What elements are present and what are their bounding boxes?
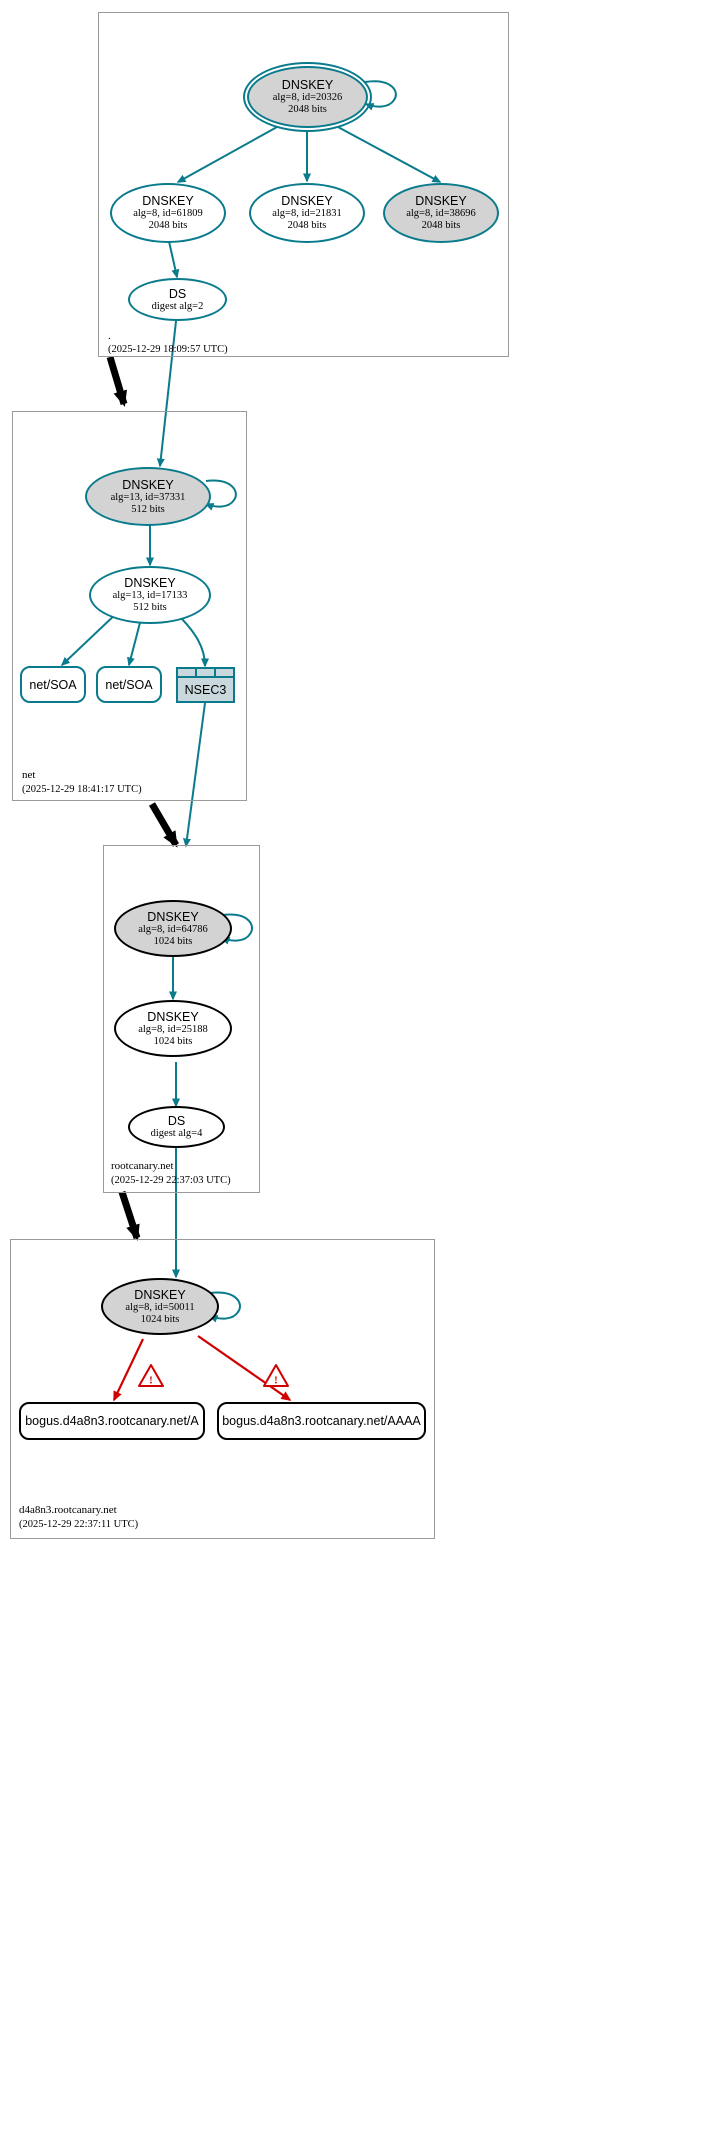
node-alg-id: alg=8, id=20326 bbox=[272, 92, 343, 103]
node-dnskey-rootcanary-ksk-64786[interactable]: DNSKEY alg=8, id=64786 1024 bits bbox=[114, 900, 232, 957]
trust-anchor-outer-ring bbox=[243, 62, 372, 132]
edge-root-ksk-to-38696 bbox=[337, 126, 442, 183]
zone-label-rootcanary: rootcanary.net bbox=[111, 1160, 174, 1172]
node-rrset-net-soa-2[interactable]: net/SOA bbox=[96, 666, 162, 703]
zone-timestamp-root: (2025-12-29 18:09:57 UTC) bbox=[108, 344, 228, 355]
edge-root-ds-to-net-dnskey bbox=[156, 311, 178, 468]
edge-d4a8n3-ksk-to-bogus-a bbox=[113, 1338, 144, 1402]
zone-timestamp-net: (2025-12-29 18:41:17 UTC) bbox=[22, 784, 142, 795]
node-title: DNSKEY bbox=[122, 477, 174, 492]
node-title: DNSKEY bbox=[142, 194, 194, 208]
node-alg-id: alg=8, id=50011 bbox=[125, 1301, 195, 1313]
warning-triangle-icon-a: ! bbox=[138, 1364, 164, 1387]
node-alg-id: alg=13, id=37331 bbox=[110, 491, 186, 503]
zone-label-d4a8n3: d4a8n3.rootcanary.net bbox=[19, 1504, 117, 1516]
node-dnskey-net-ksk-37331[interactable]: DNSKEY alg=13, id=37331 512 bits bbox=[85, 467, 211, 526]
node-dnskey-root-38696[interactable]: DNSKEY alg=8, id=38696 2048 bits bbox=[383, 183, 499, 243]
node-dnskey-d4a8n3-ksk-50011[interactable]: DNSKEY alg=8, id=50011 1024 bits bbox=[101, 1278, 219, 1335]
node-alg-id: alg=13, id=17133 bbox=[112, 590, 188, 601]
node-title: DNSKEY bbox=[415, 194, 467, 208]
zone-timestamp-rootcanary: (2025-12-29 22:37:03 UTC) bbox=[111, 1175, 231, 1186]
node-alg-id: alg=8, id=21831 bbox=[272, 208, 342, 219]
edge-delegation-root-to-net bbox=[106, 356, 128, 407]
node-rrset-net-soa-1[interactable]: net/SOA bbox=[20, 666, 86, 703]
nsec3-hash-cells bbox=[178, 669, 233, 678]
node-title: DNSKEY bbox=[147, 1009, 199, 1024]
node-keysize: 512 bits bbox=[133, 602, 167, 613]
zone-label-root: . bbox=[108, 330, 111, 342]
edge-delegation-rootcanary-to-d4a8n3 bbox=[118, 1190, 141, 1241]
edge-self-sign-d4a8n3-ksk bbox=[208, 1291, 241, 1323]
zone-timestamp-d4a8n3: (2025-12-29 22:37:11 UTC) bbox=[19, 1519, 139, 1530]
node-keysize: 1024 bits bbox=[153, 935, 193, 947]
edge-self-sign-net-ksk bbox=[204, 479, 237, 511]
edge-net-nsec3-to-rootcanary-dnskey bbox=[183, 702, 206, 848]
node-keysize: 2048 bits bbox=[421, 220, 461, 231]
edge-net-zsk-to-soa-1 bbox=[60, 610, 120, 667]
node-title: net/SOA bbox=[105, 677, 153, 692]
node-title: DNSKEY bbox=[147, 909, 199, 924]
node-dnskey-root-61809[interactable]: DNSKEY alg=8, id=61809 2048 bits bbox=[110, 183, 226, 243]
edge-delegation-net-to-rootcanary bbox=[148, 802, 180, 848]
svg-text:!: ! bbox=[274, 1375, 278, 1387]
node-title: DS bbox=[167, 1114, 186, 1128]
node-alg-id: alg=8, id=25188 bbox=[138, 1023, 208, 1035]
node-digest-alg: digest alg=2 bbox=[151, 300, 204, 312]
zone-box-rootcanary bbox=[103, 845, 260, 1193]
node-rrset-bogus-a[interactable]: bogus.d4a8n3.rootcanary.net/A bbox=[19, 1402, 205, 1440]
node-nsec3-net[interactable]: NSEC3 bbox=[176, 667, 235, 703]
node-dnskey-root-ksk-20326[interactable]: DNSKEY alg=8, id=20326 2048 bits bbox=[247, 66, 368, 128]
zone-box-net bbox=[12, 411, 247, 801]
zone-label-net: net bbox=[22, 769, 36, 781]
zone-box-root bbox=[98, 12, 509, 357]
edge-self-sign-rootcanary-ksk bbox=[220, 913, 253, 945]
edge-root-ksk-to-61809 bbox=[176, 126, 278, 183]
node-ds-root[interactable]: DS digest alg=2 bbox=[128, 278, 227, 321]
node-digest-alg: digest alg=4 bbox=[150, 1128, 203, 1139]
node-keysize: 512 bits bbox=[131, 503, 165, 515]
node-title: NSEC3 bbox=[184, 682, 227, 697]
node-dnskey-root-21831[interactable]: DNSKEY alg=8, id=21831 2048 bits bbox=[249, 183, 365, 243]
node-title: bogus.d4a8n3.rootcanary.net/AAAA bbox=[222, 1414, 421, 1428]
node-alg-id: alg=8, id=38696 bbox=[406, 208, 476, 219]
node-keysize: 1024 bits bbox=[140, 1313, 180, 1325]
node-keysize: 1024 bits bbox=[153, 1035, 193, 1047]
node-dnskey-net-zsk-17133[interactable]: DNSKEY alg=13, id=17133 512 bits bbox=[89, 566, 211, 624]
node-dnskey-rootcanary-zsk-25188[interactable]: DNSKEY alg=8, id=25188 1024 bits bbox=[114, 1000, 232, 1057]
node-alg-id: alg=8, id=61809 bbox=[133, 208, 203, 219]
edge-d4a8n3-ksk-to-bogus-aaaa bbox=[197, 1335, 292, 1401]
node-alg-id: alg=8, id=64786 bbox=[138, 923, 208, 935]
node-title: DNSKEY bbox=[281, 78, 334, 92]
svg-text:!: ! bbox=[149, 1375, 153, 1387]
edge-self-sign-root-ksk bbox=[364, 80, 397, 111]
warning-triangle-icon-aaaa: ! bbox=[263, 1364, 289, 1387]
node-title: DNSKEY bbox=[281, 194, 333, 208]
node-title: DNSKEY bbox=[134, 1287, 186, 1302]
node-title: DNSKEY bbox=[124, 576, 176, 590]
node-title: net/SOA bbox=[29, 677, 77, 692]
node-ds-rootcanary[interactable]: DS digest alg=4 bbox=[128, 1106, 225, 1148]
node-keysize: 2048 bits bbox=[288, 104, 327, 115]
node-keysize: 2048 bits bbox=[287, 220, 327, 231]
zone-box-d4a8n3 bbox=[10, 1239, 435, 1539]
node-rrset-bogus-aaaa[interactable]: bogus.d4a8n3.rootcanary.net/AAAA bbox=[217, 1402, 426, 1440]
node-title: bogus.d4a8n3.rootcanary.net/A bbox=[25, 1414, 199, 1428]
node-title: DS bbox=[168, 286, 187, 301]
node-keysize: 2048 bits bbox=[148, 220, 188, 231]
